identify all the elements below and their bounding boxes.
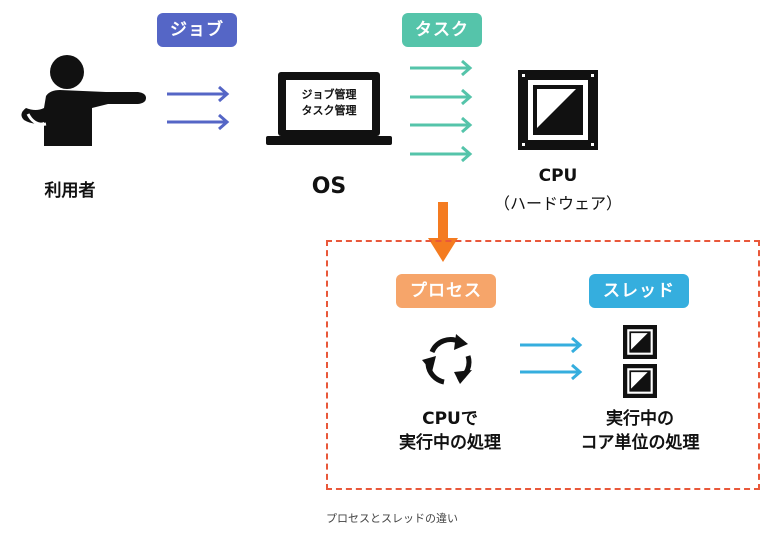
hardware-label: （ハードウェア） (493, 194, 622, 213)
cpu-chip-icon (623, 364, 657, 398)
cpu-chip-icon (518, 70, 598, 150)
job-arrows (167, 85, 230, 131)
task-badge: タスク (402, 13, 482, 47)
down-arrow (428, 202, 458, 262)
task-arrows (410, 59, 473, 163)
process-thread-area (326, 240, 760, 490)
figure-caption: プロセスとスレッドの違い (326, 512, 458, 525)
thread-badge: スレッド (589, 274, 689, 308)
thread-desc-line2: コア単位の処理 (580, 433, 700, 453)
process-desc-line2: 実行中の処理 (399, 433, 501, 453)
cpu-label: CPU (538, 166, 578, 186)
screen-text-line2: タスク管理 (301, 104, 357, 117)
process-badge: プロセス (396, 274, 496, 308)
screen-text-line1: ジョブ管理 (301, 88, 357, 101)
user-label: 利用者 (44, 181, 96, 201)
os-label: OS (311, 174, 347, 199)
cpu-chip-icon (623, 325, 657, 359)
thread-arrows (520, 336, 583, 381)
cycle-arrows-icon (422, 334, 472, 385)
person-pointing-icon (21, 55, 146, 146)
process-desc-line1: CPUで (422, 409, 478, 429)
laptop-icon (266, 72, 392, 145)
thread-desc-line1: 実行中の (606, 409, 674, 429)
job-badge: ジョブ (157, 13, 237, 47)
